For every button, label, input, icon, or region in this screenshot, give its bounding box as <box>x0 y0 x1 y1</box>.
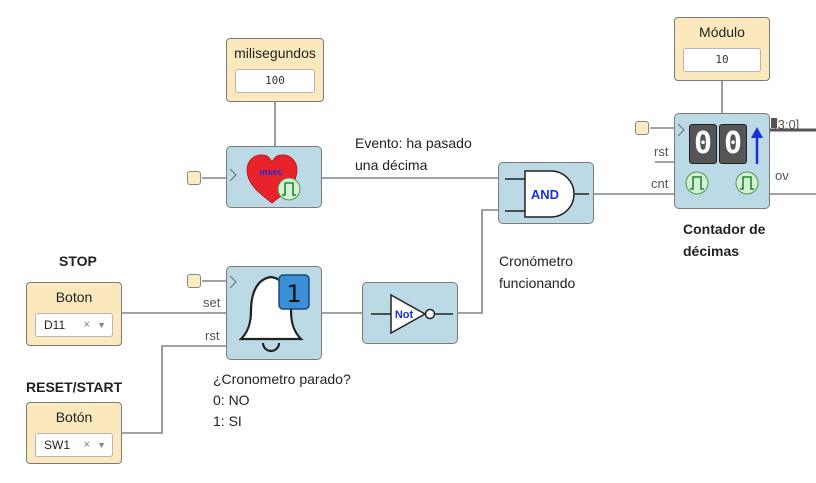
chevron-down-icon[interactable]: ▼ <box>97 440 106 450</box>
contador-label: Contador de décimas <box>683 221 766 259</box>
clear-icon[interactable]: × <box>83 319 90 331</box>
crono-parado-label: ¿Cronometro parado? 0: NO 1: SI <box>213 371 351 429</box>
modulo-label: Módulo <box>699 24 745 40</box>
rs-flipflop-block[interactable]: 1 <box>226 266 322 360</box>
heart-label: msec <box>259 167 282 177</box>
heart-input-pin[interactable] <box>187 171 201 185</box>
counter-digit-tens: 0 <box>689 124 717 164</box>
not-gate-block[interactable]: Not <box>362 282 458 344</box>
bus-marker <box>771 118 777 128</box>
pulse-icon <box>277 177 301 201</box>
reset-pin-value: SW1 <box>44 438 71 452</box>
not-label: Not <box>395 309 414 321</box>
reset-pin-select[interactable]: SW1 × ▼ <box>35 433 113 457</box>
counter-input-pin[interactable] <box>635 121 649 135</box>
stop-heading: STOP <box>59 253 97 269</box>
not-gate-graphic: Not <box>371 293 453 335</box>
counter-graphic <box>677 123 763 195</box>
crono-funcionando-label: Cronómetro funcionando <box>499 253 576 291</box>
rs-input-pin[interactable] <box>187 274 201 288</box>
reset-button-input[interactable]: Botón SW1 × ▼ <box>26 402 122 464</box>
counter-digit-units: 0 <box>719 124 747 164</box>
evento-label: Evento: ha pasado una décima <box>355 135 472 173</box>
and-label: AND <box>531 187 559 202</box>
milisegundos-param[interactable]: milisegundos 100 <box>226 38 324 102</box>
milisegundos-value-field[interactable]: 100 <box>235 69 315 93</box>
clear-icon[interactable]: × <box>83 439 90 451</box>
wire-not-and <box>458 209 498 314</box>
wire-reset-rst <box>122 345 226 434</box>
counter-bus-port: [3:0] <box>774 117 800 132</box>
counter-block[interactable]: 0 0 <box>674 113 770 209</box>
and-gate-graphic: AND <box>505 170 589 218</box>
counter-rst-port: rst <box>654 144 669 159</box>
flipflop-digit: 1 <box>286 280 301 308</box>
stop-pin-value: D11 <box>44 318 66 332</box>
reset-heading: RESET/START <box>26 379 123 395</box>
pulse-icon <box>685 171 709 195</box>
rs-rst-port: rst <box>205 328 220 343</box>
counter-cnt-port: cnt <box>651 176 669 191</box>
heartbeat-block[interactable]: msec <box>226 146 322 208</box>
rs-graphic: 1 <box>229 274 310 353</box>
chevron-down-icon[interactable]: ▼ <box>97 320 106 330</box>
stop-button-input[interactable]: Boton D11 × ▼ <box>26 282 122 346</box>
and-gate-block[interactable]: AND <box>498 162 594 224</box>
heartbeat-graphic: msec <box>229 154 301 204</box>
counter-ov-port: ov <box>775 168 789 183</box>
rs-set-port: set <box>203 295 221 310</box>
reset-button-label: Botón <box>55 409 93 425</box>
pulse-icon <box>735 171 759 195</box>
up-arrow-icon <box>751 127 763 164</box>
milisegundos-label: milisegundos <box>234 45 316 61</box>
modulo-param[interactable]: Módulo 10 <box>674 17 770 81</box>
stop-pin-select[interactable]: D11 × ▼ <box>35 313 113 337</box>
stop-button-label: Boton <box>55 289 93 305</box>
modulo-value-field[interactable]: 10 <box>683 48 761 72</box>
